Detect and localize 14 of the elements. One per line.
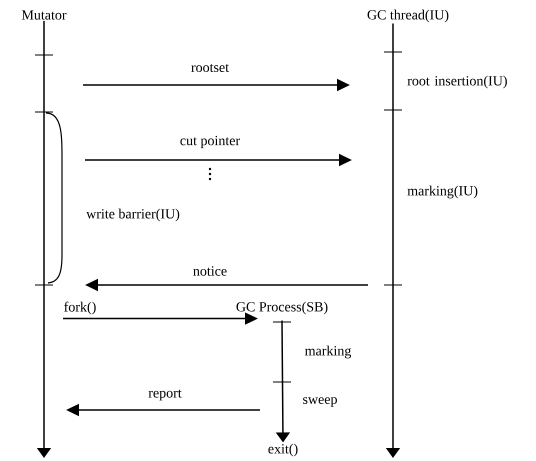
text-label: rootset — [191, 64, 229, 72]
text-label: report — [148, 390, 182, 400]
lifeline-label: Mutator — [22, 10, 66, 20]
text-label: write barrier(IU) — [86, 208, 180, 222]
lifeline-label: exit() — [268, 444, 298, 456]
text-label: marking — [304, 346, 352, 358]
text-label: marking(IU) — [408, 186, 478, 198]
text-label: cut pointer — [180, 136, 240, 148]
text-label: root insertion(IU) — [407, 76, 507, 88]
edge-label: fork() — [64, 302, 96, 314]
text-label: sweep — [303, 397, 337, 407]
lifeline-label: GC Process(SB) — [236, 302, 328, 314]
lifeline-label: GC thread(IU) — [368, 10, 448, 22]
text-label: notice — [193, 266, 227, 276]
